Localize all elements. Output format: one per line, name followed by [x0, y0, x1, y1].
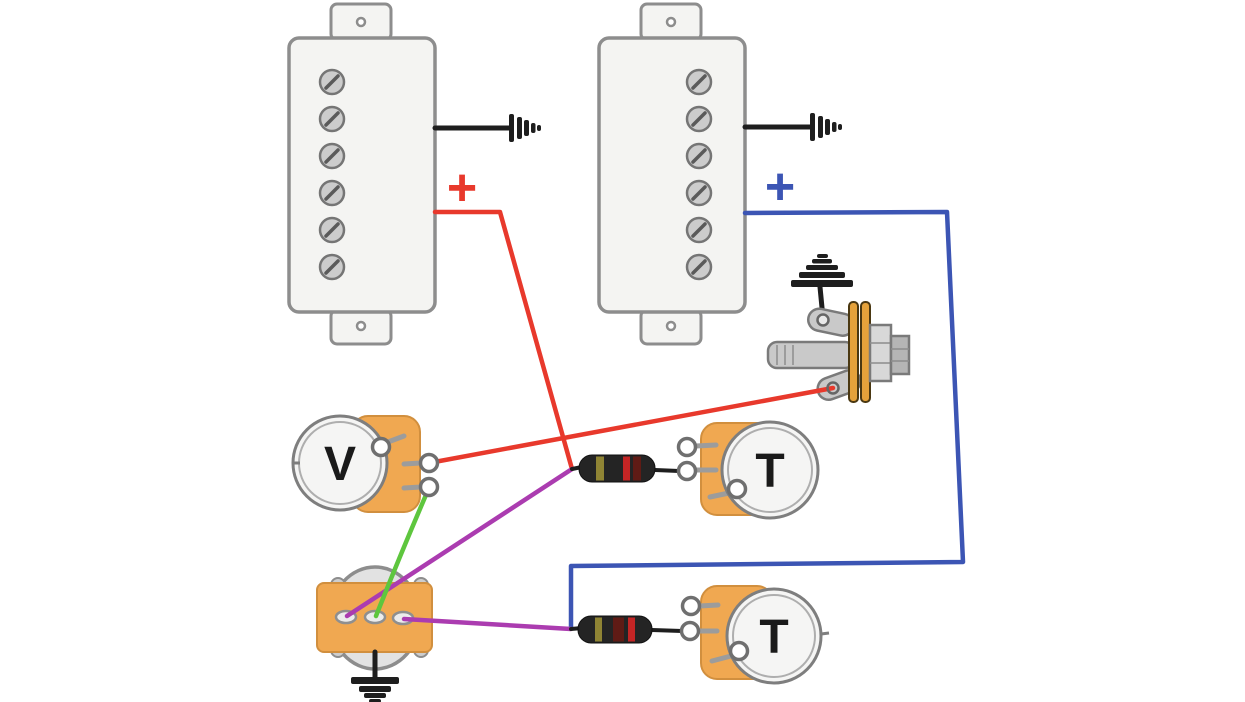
tone-pot-1: T [676, 420, 820, 520]
capacitor-band [623, 456, 630, 481]
pole-screws [318, 68, 346, 281]
neck-pickup [287, 2, 437, 346]
mount-hole [355, 320, 367, 332]
jack-tip-rod [766, 340, 856, 370]
jack-tip-lug-hole [826, 381, 840, 395]
capacitor-band [633, 456, 641, 481]
wire-neck-hot-red [432, 209, 575, 472]
capacitor-band [596, 456, 604, 481]
wire-bridge-hot-blue [568, 209, 966, 630]
jack-sleeve-lug-hole [816, 313, 830, 327]
bridge-pickup [597, 2, 747, 346]
jack-washer [860, 301, 871, 403]
mount-hole [665, 320, 677, 332]
tone2-lug-3 [680, 595, 702, 617]
pickup-bobbin [597, 36, 747, 314]
tone1-lug-1 [726, 478, 748, 500]
wire-switch-to-cap2-purple [401, 616, 574, 632]
volume-label: V [324, 438, 356, 491]
capacitor-2 [569, 615, 684, 644]
tone2-lug-1 [728, 640, 750, 662]
capacitor-band [628, 617, 635, 642]
mount-hole [665, 16, 677, 28]
pickup-bobbin [287, 36, 437, 314]
capacitor-band [595, 617, 602, 642]
neck-pickup-ground-symbol [432, 114, 541, 142]
bridge-polarity-label: + [765, 158, 795, 216]
tone2-label: T [759, 611, 788, 664]
tone-knob [725, 587, 823, 685]
tone1-lug-3 [676, 436, 698, 458]
jack-barrel [868, 323, 893, 383]
volume-lug-3 [370, 436, 392, 458]
knob-pointer [820, 631, 830, 636]
tone-pot-2: T [679, 585, 830, 685]
jack-washer [848, 301, 859, 403]
switch-ground-symbol [351, 649, 399, 702]
capacitor-band [613, 617, 624, 642]
capacitor-1 [570, 454, 681, 483]
pickup-selector-switch [316, 565, 433, 702]
tone-knob [720, 420, 820, 520]
neck-polarity-label: + [447, 159, 477, 217]
tone1-label: T [755, 445, 784, 498]
bridge-pickup-ground-symbol [742, 113, 842, 141]
volume-pot: V [291, 414, 440, 513]
pole-screws [685, 68, 713, 281]
wire-volume-to-switch-green [373, 485, 432, 619]
mount-hole [355, 16, 367, 28]
volume-lug-2 [418, 452, 440, 474]
jack-nut [889, 334, 911, 376]
tone2-lug-2 [679, 620, 701, 642]
wire-volume-to-jack-red [426, 385, 836, 466]
volume-lug-1 [418, 476, 440, 498]
capacitor-body [578, 454, 656, 483]
output-jack [766, 254, 911, 403]
tone1-lug-2 [676, 460, 698, 482]
